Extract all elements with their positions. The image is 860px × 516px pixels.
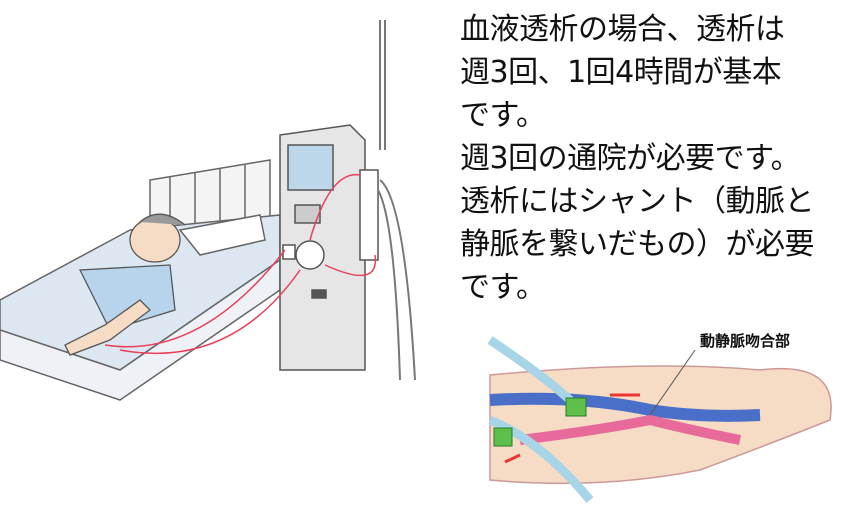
dialysis-machine [279, 124, 379, 371]
shunt-arm [487, 336, 832, 503]
iv-pole [377, 20, 416, 381]
text-line: です。 [460, 98, 546, 133]
text-line: 週3回、1回4時間が基本 [460, 55, 782, 90]
text-line: 静脈を繋いだもの）が必要 [460, 227, 815, 262]
shunt-label: 動静脈吻合部 [700, 332, 791, 350]
explanation-text: 血液透析の場合、透析は 週3回、1回4時間が基本 です。 週3回の通院が必要です… [460, 8, 860, 309]
text-line: 透析にはシャント（動脈と [460, 184, 815, 219]
text-line: 週3回の通院が必要です。 [460, 141, 801, 176]
blood-tubes [104, 174, 377, 354]
patient [64, 213, 186, 356]
text-line: です。 [460, 270, 546, 305]
text-line: 血液透析の場合、透析は [460, 12, 785, 47]
